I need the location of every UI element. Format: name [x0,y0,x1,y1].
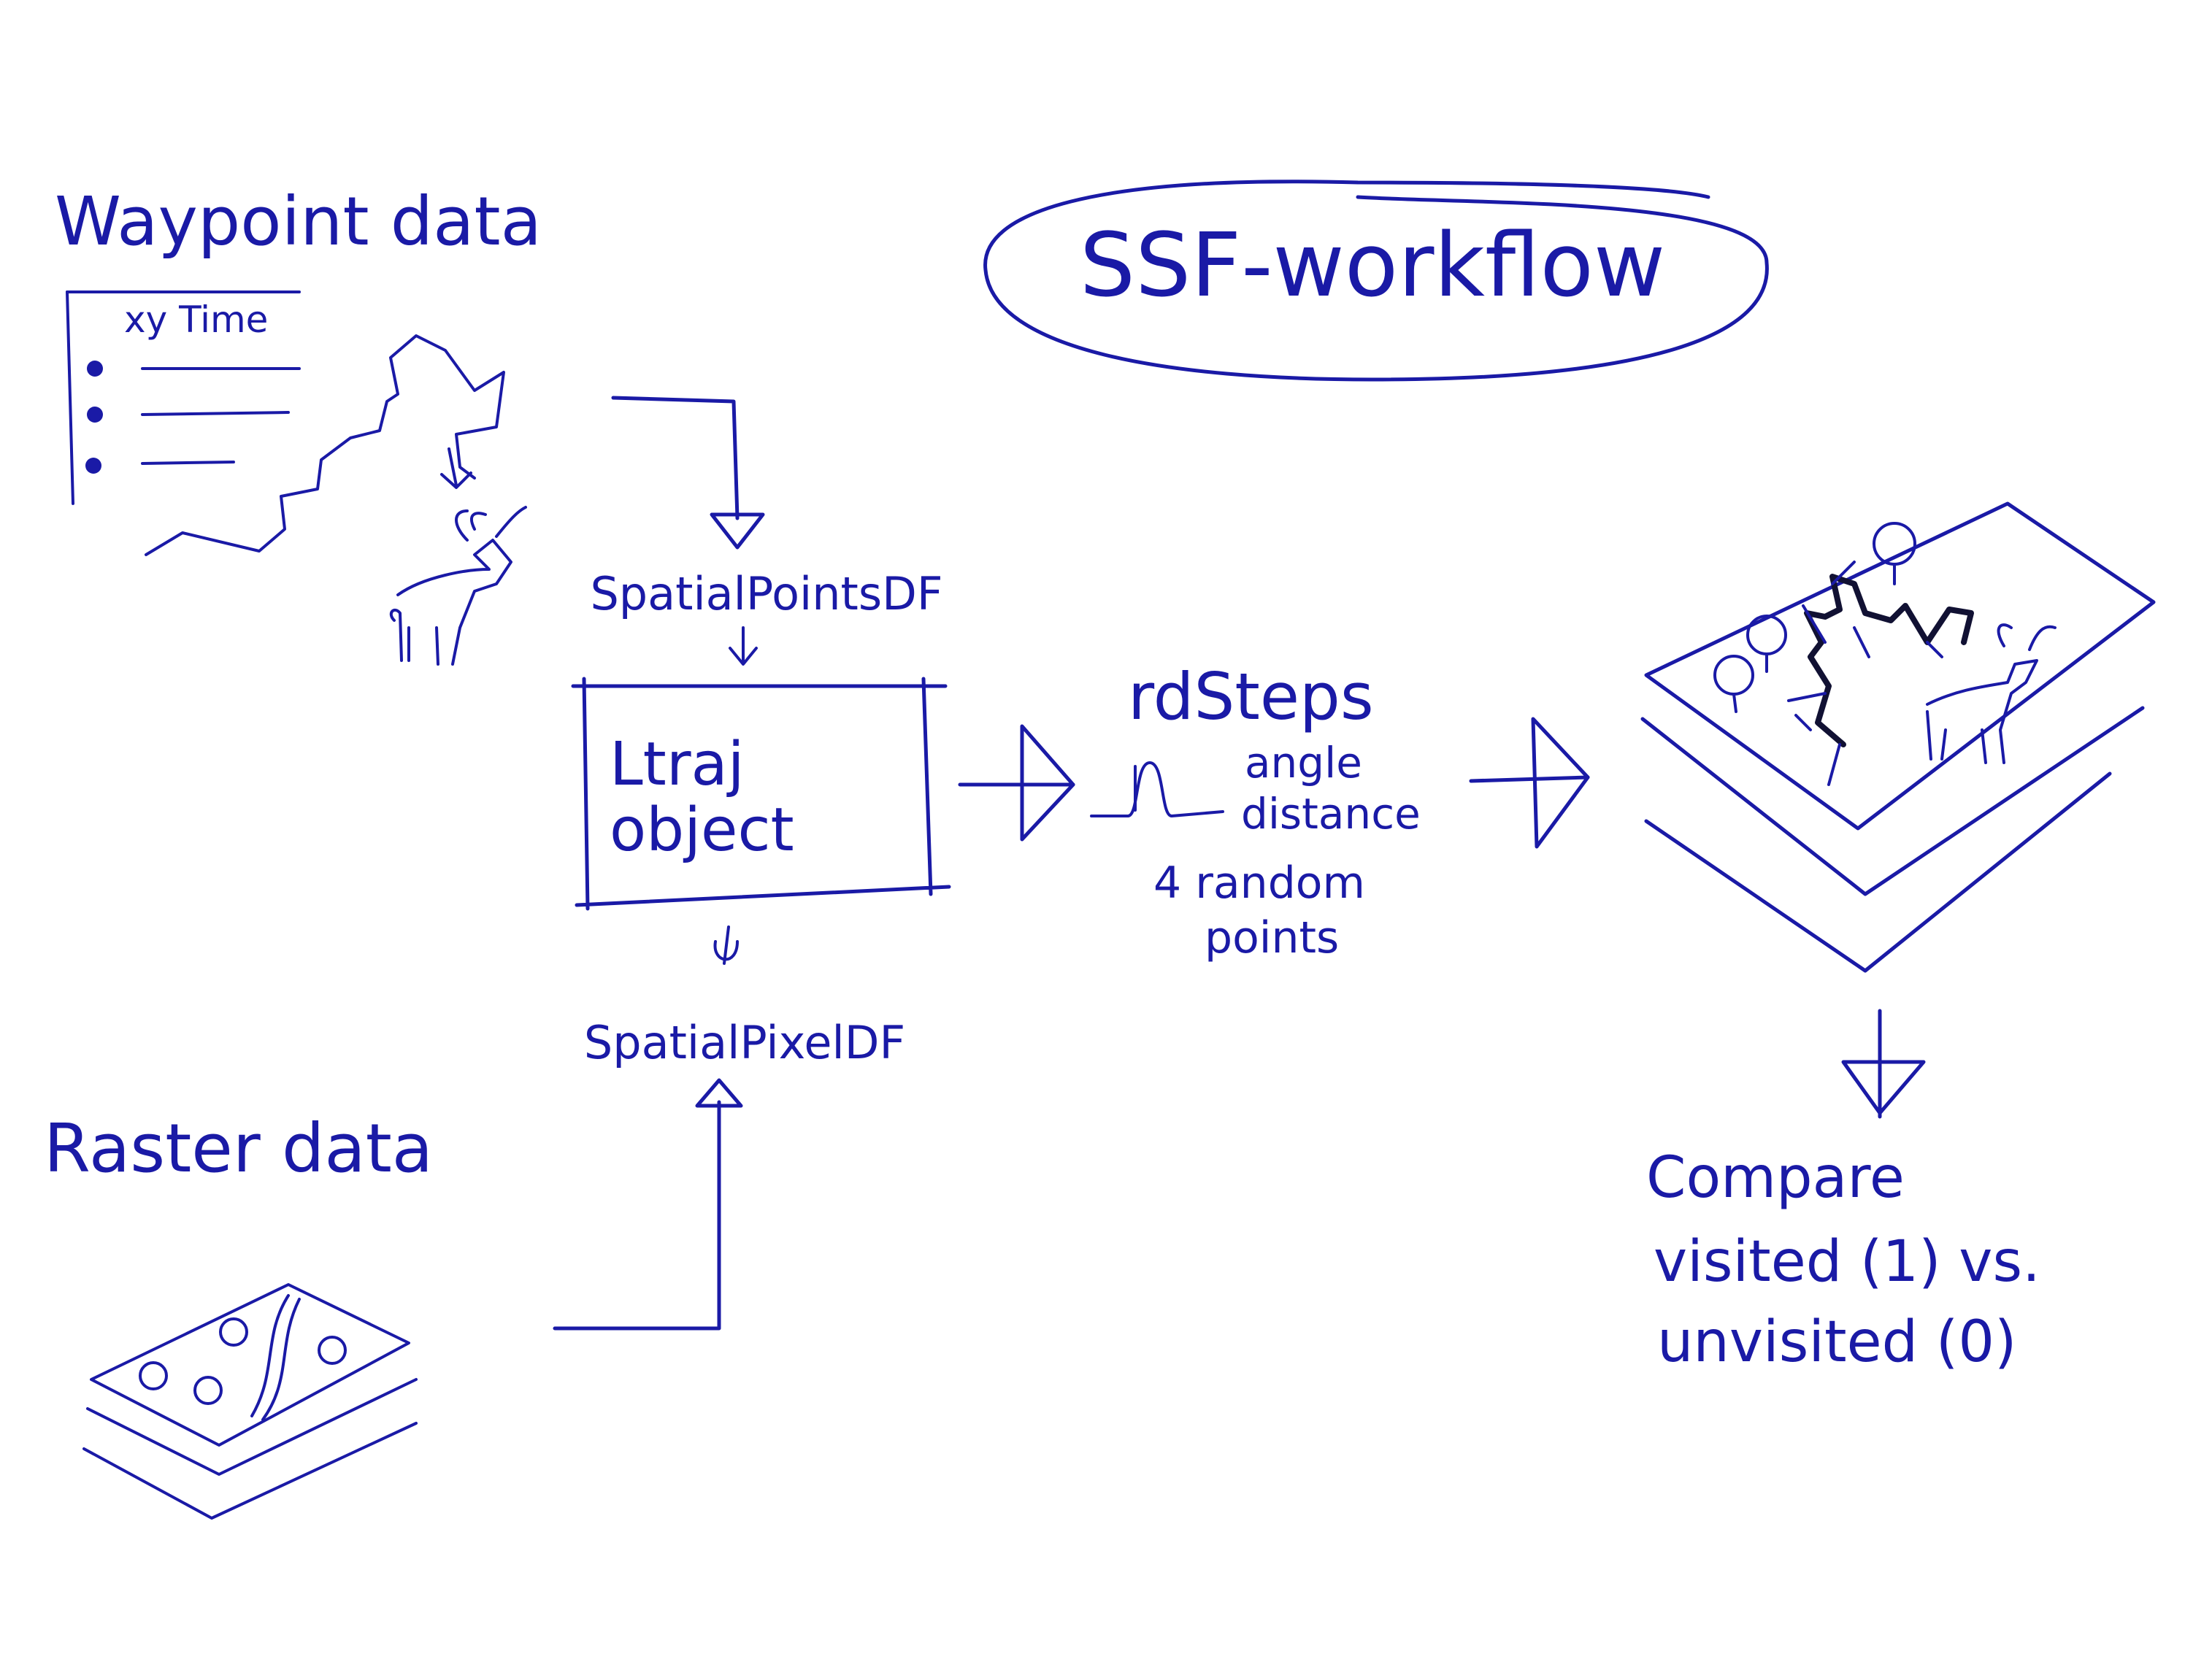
rdsteps-label: rdSteps [1128,659,1374,734]
spatial-pixel-label: SpatialPixelDF [584,1016,905,1069]
title-group: SSF-workflow [983,180,1769,382]
moose-icon [389,506,527,666]
raster-layers-icon [82,1283,418,1520]
title-ellipse [983,180,1769,382]
arrow-waypoint-to-points [611,396,740,520]
tree-icon [139,1361,168,1390]
arrow-pixel-to-ltraj [713,925,739,965]
track-path-icon [1804,574,1974,747]
raster-label: Raster data [44,1109,433,1188]
track-path-icon [145,334,505,556]
rdsteps-random-line1: 4 random [1153,858,1365,909]
waypoint-label: Waypoint data [55,182,542,261]
rdsteps-random-line2: points [1205,912,1339,963]
rdsteps-section: rdSteps angle distance 4 random points [1090,659,1421,963]
compare-line3: unvisited (0) [1657,1309,2016,1375]
arrow-rdsteps-to-map [1469,775,1590,783]
compare-section: Compare visited (1) vs. unvisited (0) [1646,1145,2040,1375]
distribution-curve-icon [1090,761,1224,817]
rdsteps-distance: distance [1241,789,1421,839]
arrow-raster-to-pixel [553,1100,721,1331]
compare-line2: visited (1) vs. [1654,1229,2040,1295]
waypoint-section: Waypoint data xy Time [55,182,542,666]
rdsteps-angle: angle [1245,738,1362,788]
arrow-points-to-ltraj [729,626,758,666]
raster-section: Raster data [44,1109,433,1520]
compare-line1: Compare [1646,1145,1905,1211]
waypoint-columns: xy Time [124,299,268,341]
title-text: SSF-workflow [1080,215,1665,317]
moose-icon [1926,659,2038,764]
ltraj-line2: object [610,796,794,865]
spatial-points-label: SpatialPointsDF [590,567,942,620]
list-icon: xy Time [66,290,301,505]
ltraj-box: Ltraj object [571,677,951,911]
ltraj-line1: Ltraj [610,730,745,799]
map-stack-icon [1640,501,2156,973]
